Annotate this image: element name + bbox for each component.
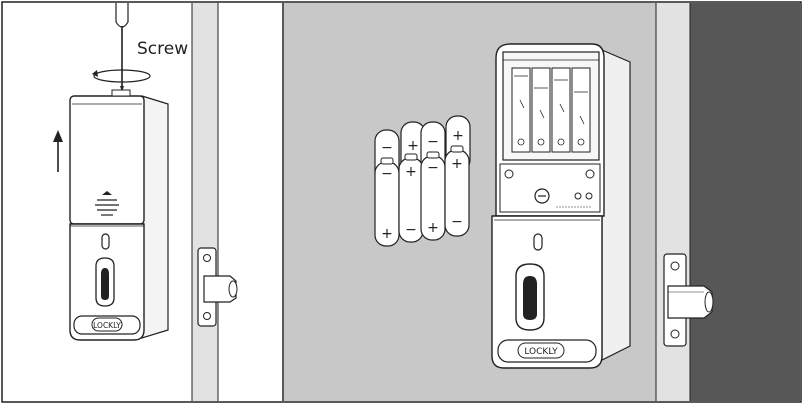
aa-batteries: − + − + − + − + + − +: [375, 116, 470, 246]
svg-text:−: −: [381, 166, 393, 182]
smart-lock-side-view: LOCKLY: [70, 90, 168, 340]
battery-sign: −: [405, 222, 417, 238]
battery-sign: −: [427, 134, 439, 150]
battery-sign: −: [451, 214, 463, 230]
battery-sign: +: [407, 138, 419, 154]
battery-sign: +: [427, 220, 439, 236]
door-edge-left: [192, 3, 218, 401]
svg-text:+: +: [451, 156, 463, 172]
dark-wall: [690, 3, 800, 401]
brand-logo-left: LOCKLY: [93, 321, 121, 330]
smart-lock-open-view: LOCKLY: [492, 44, 630, 368]
battery-sign: −: [381, 140, 393, 156]
screw-callout-label: Screw: [137, 39, 188, 59]
right-panel: − + − + − + − + + − +: [284, 3, 800, 401]
svg-text:−: −: [427, 160, 439, 176]
battery-sign: +: [452, 128, 464, 144]
brand-logo-right: LOCKLY: [524, 347, 558, 357]
svg-text:+: +: [405, 164, 417, 180]
battery-sign: +: [381, 226, 393, 242]
